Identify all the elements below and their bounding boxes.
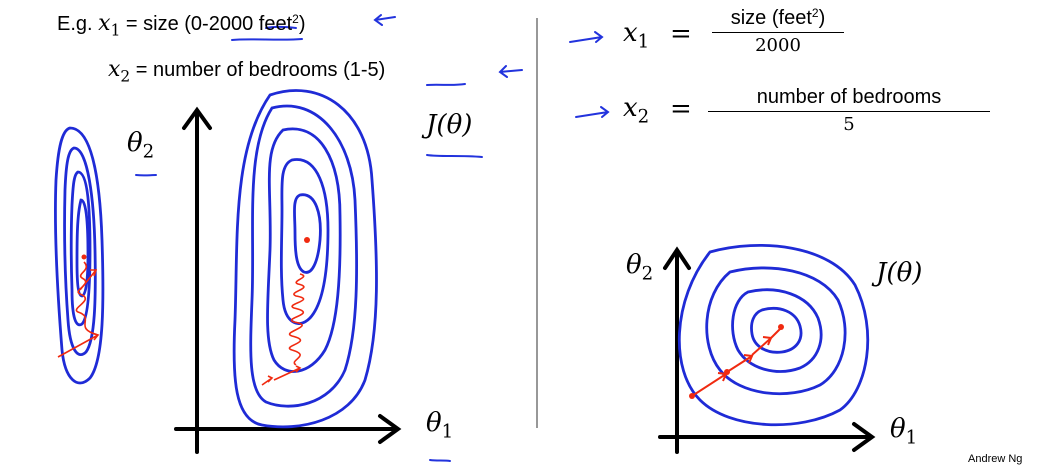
x1-denominator: 2000 bbox=[755, 35, 801, 57]
x2-numerator: number of bedrooms bbox=[756, 86, 942, 108]
right-contour-2 bbox=[705, 266, 847, 396]
right-contour-4 bbox=[750, 307, 803, 354]
right-y-axis-arrow bbox=[663, 246, 691, 270]
narrow-contour-4 bbox=[75, 198, 90, 298]
left-theta1-label: θ1 bbox=[426, 408, 454, 443]
right-contours bbox=[677, 244, 870, 427]
x2-denominator: 5 bbox=[843, 114, 855, 135]
left-contour-2 bbox=[249, 104, 359, 408]
left-narrow-contours bbox=[54, 126, 105, 385]
x1-symbol: x1 bbox=[98, 11, 121, 40]
right-x1-symbol: x1 bbox=[623, 18, 650, 53]
left-descent-path bbox=[261, 273, 305, 386]
right-x2-symbol: x2 bbox=[623, 93, 650, 128]
left-axes bbox=[174, 106, 402, 454]
right-x1-equals: = bbox=[670, 19, 692, 49]
narrow-contour-3 bbox=[69, 170, 92, 327]
right-path-points bbox=[689, 324, 784, 399]
narrow-minimum-dot bbox=[81, 254, 87, 260]
right-contour-3 bbox=[731, 288, 823, 373]
x1-close-paren: ) bbox=[298, 13, 306, 35]
right-x2-fraction: number of bedrooms 5 bbox=[708, 86, 990, 135]
author-credit: Andrew Ng bbox=[968, 453, 1023, 465]
left-contour-1 bbox=[232, 89, 378, 429]
example-line-x2: x2 = number of bedrooms (1-5) bbox=[108, 57, 385, 85]
right-theta2-label: θ2 bbox=[626, 250, 654, 285]
x1-superscript: 2 bbox=[292, 11, 299, 26]
left-contours bbox=[232, 89, 378, 429]
x2-fraction-bar bbox=[708, 111, 990, 112]
narrow-contour-2 bbox=[63, 146, 97, 356]
right-descent-path bbox=[691, 327, 782, 397]
narrow-contour-1 bbox=[54, 126, 105, 385]
left-y-axis-arrow bbox=[182, 106, 212, 130]
x1-description: = size (0-2000 feet bbox=[120, 13, 293, 35]
right-x2-equals: = bbox=[670, 94, 692, 124]
example-prefix: E.g. bbox=[57, 13, 93, 35]
left-x-axis-arrow bbox=[378, 414, 402, 444]
left-minimum-dot bbox=[304, 237, 310, 243]
x2-symbol: x2 bbox=[108, 57, 131, 86]
right-contour-1 bbox=[677, 244, 870, 427]
x2-description: = number of bedrooms (1-5) bbox=[130, 59, 386, 81]
narrow-descent-path bbox=[57, 261, 100, 358]
right-axes bbox=[658, 246, 876, 454]
left-contour-3 bbox=[266, 127, 342, 373]
left-theta2-label: θ2 bbox=[127, 128, 155, 163]
right-theta1-label: θ1 bbox=[890, 414, 918, 449]
left-contour-5 bbox=[293, 193, 322, 274]
right-annotation-arrows bbox=[569, 31, 610, 118]
right-x-axis-arrow bbox=[852, 422, 876, 452]
x1-numerator: size (feet2) bbox=[730, 6, 826, 30]
right-cost-label: J(θ) bbox=[876, 258, 923, 288]
x1-fraction-bar bbox=[712, 32, 844, 34]
right-x1-fraction: size (feet2) 2000 bbox=[712, 6, 844, 56]
left-cost-label: J(θ) bbox=[426, 110, 473, 140]
example-line-x1: E.g. x1 = size (0-2000 feet2) bbox=[57, 11, 306, 39]
left-underlines bbox=[135, 14, 523, 462]
